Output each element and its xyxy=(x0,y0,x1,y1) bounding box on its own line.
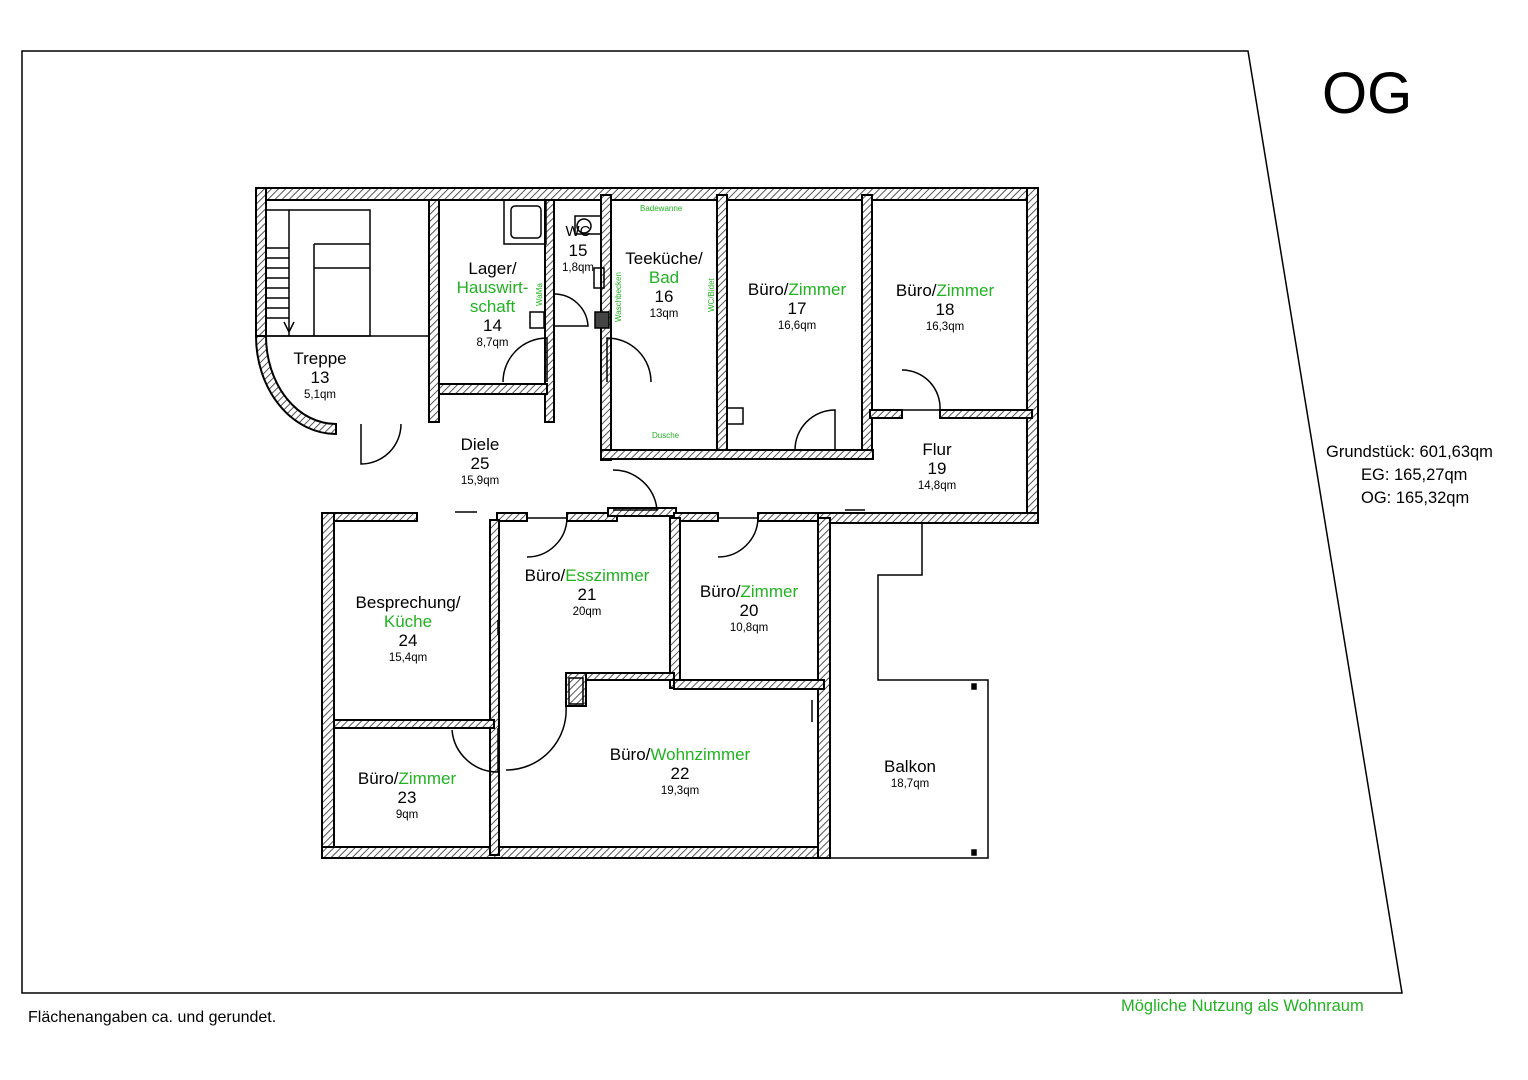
room-number: 15 xyxy=(568,240,588,260)
room-13-label: Treppe 13 5,1qm xyxy=(280,349,360,402)
balcony-outline xyxy=(830,522,989,859)
room-number: 13 xyxy=(310,368,330,388)
site-area: Grundstück: 601,63qm xyxy=(1326,443,1493,461)
walls xyxy=(254,187,1039,859)
staircase xyxy=(265,209,429,337)
room-prefix: Büro/ xyxy=(357,769,399,788)
plot-boundary xyxy=(21,50,1403,994)
room-name: WC xyxy=(565,223,591,240)
room-number: 20 xyxy=(739,601,759,621)
room-number: 17 xyxy=(787,299,807,319)
room-area: 19,3qm xyxy=(660,785,700,798)
room-area: 18,7qm xyxy=(890,778,930,791)
room-number: 24 xyxy=(398,631,418,651)
room-20-label: Büro/Zimmer 20 10,8qm xyxy=(680,582,818,635)
room-19-label: Flur 19 14,8qm xyxy=(897,440,977,493)
footer-note: Flächenangaben ca. und gerundet. xyxy=(28,1009,277,1026)
room-area: 9qm xyxy=(395,809,419,822)
fixture-waschbecken: Waschbecken xyxy=(614,272,623,322)
room-name: Treppe xyxy=(293,349,347,368)
room-name: Teeküche/ xyxy=(625,249,703,268)
room-area: 8,7qm xyxy=(476,337,509,350)
room-22-label: Büro/Wohnzimmer 22 19,3qm xyxy=(590,745,770,798)
room-number: 23 xyxy=(397,788,417,808)
room-prefix: Büro/ xyxy=(895,281,937,300)
room-name: Lager/ xyxy=(468,259,517,278)
room-number: 19 xyxy=(927,459,947,479)
room-name: Besprechung/ xyxy=(355,593,461,612)
room-number: 14 xyxy=(483,316,502,336)
room-area: 16,3qm xyxy=(925,321,965,334)
room-number: 21 xyxy=(577,585,597,605)
room-23-label: Büro/Zimmer 23 9qm xyxy=(338,769,476,822)
eg-area: EG: 165,27qm xyxy=(1361,466,1468,484)
door-swings xyxy=(360,293,941,773)
og-area: OG: 165,32qm xyxy=(1361,489,1470,507)
room-prefix: Büro/ xyxy=(524,566,566,585)
room-17-label: Büro/Zimmer 17 16,6qm xyxy=(727,280,867,333)
room-area: 14,8qm xyxy=(917,480,957,493)
room-alt-name: Esszimmer xyxy=(565,566,650,585)
room-area: 13qm xyxy=(649,308,679,321)
room-24-label: Besprechung/ Küche 24 15,4qm xyxy=(340,593,476,665)
room-prefix: Büro/ xyxy=(699,582,741,601)
room-alt-name: Bad xyxy=(648,268,680,288)
room-area: 15,9qm xyxy=(460,475,500,488)
room-area: 5,1qm xyxy=(304,389,336,402)
window-marks xyxy=(455,509,977,856)
room-15-label: WC 15 1,8qm xyxy=(555,223,601,275)
floor-label: OG xyxy=(1322,61,1413,126)
room-area: 16,6qm xyxy=(777,320,817,333)
room-prefix: Büro/ xyxy=(609,745,651,764)
legend-green: Mögliche Nutzung als Wohnraum xyxy=(1121,997,1364,1015)
fixture-wcbidet: WC/Bidet xyxy=(707,278,716,312)
room-alt-name: schaft xyxy=(469,297,516,317)
room-alt-name: Zimmer xyxy=(936,281,995,300)
room-alt-name: Zimmer xyxy=(398,769,457,788)
sanitary-fixtures xyxy=(503,199,744,705)
room-16-label: Teeküche/ Bad 16 13qm xyxy=(612,249,716,321)
fixture-dusche: Dusche xyxy=(652,431,680,440)
room-18-label: Büro/Zimmer 18 16,3qm xyxy=(875,281,1015,334)
fixture-wama: WaMa xyxy=(535,283,544,306)
room-prefix: Büro/ xyxy=(747,280,789,299)
fixture-badewanne: Badewanne xyxy=(640,204,683,213)
room-name: Flur xyxy=(922,440,952,459)
room-14-label: Lager/ Hauswirt- schaft 14 8,7qm xyxy=(440,259,545,350)
room-area: 1,8qm xyxy=(562,261,594,274)
room-alt-name: Zimmer xyxy=(740,582,799,601)
room-alt-name: Wohnzimmer xyxy=(650,745,751,764)
room-name: Balkon xyxy=(884,757,936,776)
room-21-label: Büro/Esszimmer 21 20qm xyxy=(507,566,667,619)
room-number: 18 xyxy=(935,300,955,320)
room-area: 15,4qm xyxy=(388,652,428,665)
room-area: 10,8qm xyxy=(729,622,769,635)
room-alt-name: Zimmer xyxy=(788,280,847,299)
room-name: Diele xyxy=(460,435,500,454)
balcony-label: Balkon 18,7qm xyxy=(865,757,955,791)
room-area: 20qm xyxy=(572,606,602,619)
room-number: 22 xyxy=(670,764,690,784)
room-number: 16 xyxy=(654,287,674,307)
room-25-label: Diele 25 15,9qm xyxy=(440,435,520,488)
room-alt-name: Hauswirt- xyxy=(456,278,529,298)
room-alt-name: Küche xyxy=(383,612,433,632)
room-number: 25 xyxy=(470,454,490,474)
